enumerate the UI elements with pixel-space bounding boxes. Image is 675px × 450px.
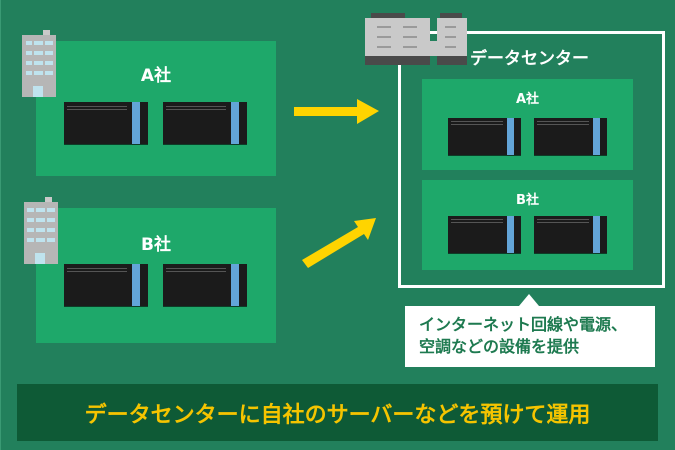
- data-center-building-icon: [365, 13, 467, 65]
- data-center-frame: [398, 31, 665, 288]
- server-icon: [534, 216, 607, 253]
- server-icon: [64, 264, 148, 306]
- server-icon: [534, 118, 607, 155]
- dc-tenant-a-label: A社: [515, 92, 540, 107]
- arrow-right-icon: [294, 99, 379, 124]
- summary-banner: データセンターに自社のサーバーなどを預けて運用: [17, 384, 658, 441]
- callout-pointer: [519, 294, 539, 306]
- server-icon: [163, 102, 247, 144]
- facility-callout: インターネット回線や電源、 空調などの設備を提供: [405, 306, 655, 367]
- callout-text: インターネット回線や電源、 空調などの設備を提供: [419, 315, 628, 356]
- server-icon: [64, 102, 148, 144]
- data-center-title: データセンター: [470, 49, 589, 69]
- left-edge-line: [0, 0, 1, 450]
- server-icon: [448, 216, 521, 253]
- office-building-icon: [24, 197, 58, 264]
- dc-tenant-b-label: B社: [516, 193, 539, 208]
- server-icon: [163, 264, 247, 306]
- company-b-label: B社: [141, 235, 171, 255]
- banner-text: データセンターに自社のサーバーなどを預けて運用: [84, 403, 591, 428]
- office-building-icon: [22, 30, 56, 97]
- server-icon: [448, 118, 521, 155]
- arrow-diagonal-icon: [302, 218, 376, 268]
- company-a-label: A社: [140, 66, 172, 86]
